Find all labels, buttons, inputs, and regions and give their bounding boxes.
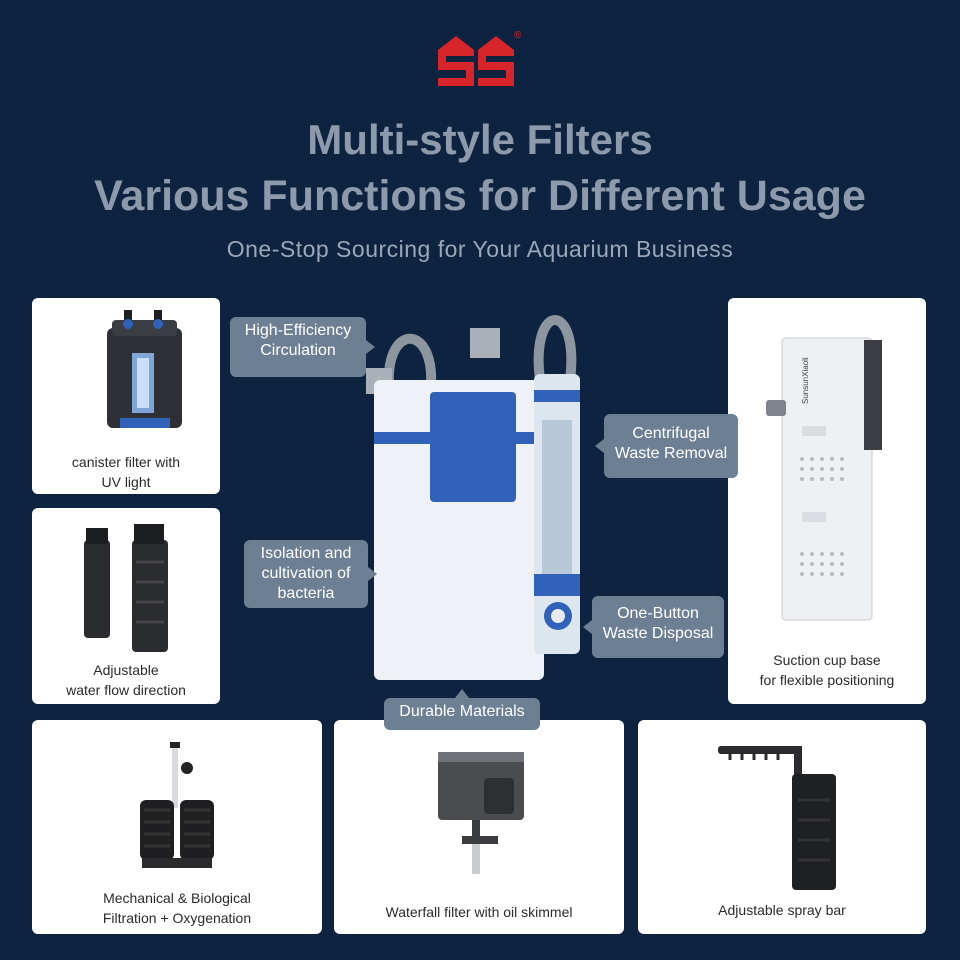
brand-logo: ® [438, 30, 522, 86]
canister-filter-image [107, 310, 182, 428]
suction-brand-text: SunsunXiaoli [801, 357, 810, 404]
caption-suction: Suction cup base for flexible positionin… [759, 652, 895, 688]
suction-filter-image: SunsunXiaoli [766, 337, 882, 621]
callout-centrifugal: Centrifugal Waste Removal [595, 414, 738, 478]
page-subtitle: One-Stop Sourcing for Your Aquarium Busi… [226, 236, 734, 262]
sponge-filter-image [140, 742, 214, 868]
internal-filter-image [84, 524, 168, 652]
page-title-line1: Multi-style Filters [307, 116, 653, 163]
callout-isolation: Isolation and cultivation of bacteria [244, 540, 377, 608]
hero-filter-image [366, 315, 580, 680]
caption-waterfall: Waterfall filter with oil skimmel [385, 904, 573, 920]
product-card-canister: canister filter with UV light [32, 298, 220, 494]
page-title-line2: Various Functions for Different Usage [94, 172, 866, 220]
product-card-internal: Adjustable water flow direction [32, 508, 220, 704]
caption-spraybar: Adjustable spray bar [718, 902, 846, 918]
caption-internal: Adjustable water flow direction [66, 662, 186, 698]
registered-mark: ® [514, 30, 522, 41]
callout-durable: Durable Materials [384, 689, 540, 730]
product-card-waterfall: Waterfall filter with oil skimmel [334, 720, 624, 934]
callout-circulation: High-Efficiency Circulation [230, 317, 375, 377]
product-card-suction: SunsunXiaoli Suction cup base for flexib… [728, 298, 926, 704]
spraybar-filter-image [718, 746, 836, 890]
waterfall-filter-image [438, 752, 524, 874]
callout-one-button: One-Button Waste Disposal [583, 596, 724, 658]
product-card-spraybar: Adjustable spray bar [638, 720, 926, 934]
product-card-sponge: Mechanical & Biological Filtration + Oxy… [32, 720, 322, 934]
caption-canister: canister filter with UV light [71, 454, 181, 490]
caption-sponge: Mechanical & Biological Filtration + Oxy… [102, 890, 252, 926]
